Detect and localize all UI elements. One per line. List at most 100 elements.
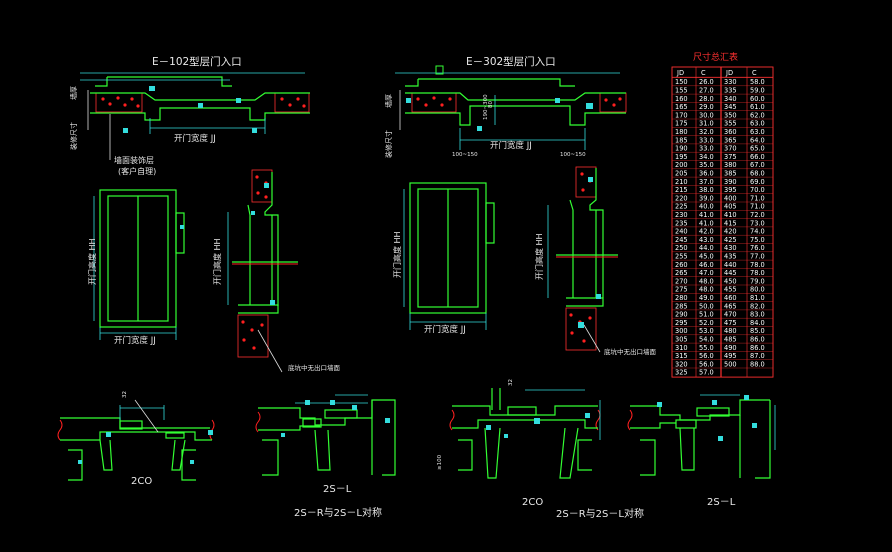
label-door-height-e102-side: 开门高度 HH (212, 238, 222, 285)
table-cell: 215 (675, 186, 688, 194)
table-cell: 325 (675, 369, 688, 377)
table-cell: 260 (675, 261, 688, 269)
table-cell: 460 (724, 294, 737, 302)
table-cell: 170 (675, 111, 688, 119)
table-cell: 395 (724, 186, 737, 194)
table-cell: 245 (675, 236, 688, 244)
table-cell: 87.0 (750, 352, 765, 360)
table-cell: 190 (675, 145, 688, 153)
table-cell: 79.0 (750, 277, 765, 285)
table-cell: 29.0 (699, 103, 714, 111)
table-cell: 405 (724, 203, 737, 211)
label-section-note-right: 底坑中无出口墙面 (604, 347, 657, 356)
table-cell: 30.0 (699, 111, 714, 119)
table-cell: 78.0 (750, 269, 765, 277)
table-cell: 340 (724, 95, 737, 103)
table-cell: 75.0 (750, 236, 765, 244)
table-cell: 420 (724, 228, 737, 236)
section-label-2s-l-left: 2S－L (323, 484, 352, 495)
table-cell: 58.0 (750, 78, 765, 86)
table-cell: 45.0 (699, 253, 714, 261)
table-cell: 81.0 (750, 294, 765, 302)
label-finish-line2: (客户自理) (118, 166, 156, 176)
title-e102: E－102型层门入口 (152, 55, 242, 68)
label-door-width-e302-elev: 开门宽度 JJ (424, 324, 466, 335)
section-sym-right: 2S－R与2S－L对称 (556, 507, 644, 520)
table-cell: 71.0 (750, 203, 765, 211)
table-cell: 415 (724, 219, 737, 227)
table-cell: 50.0 (699, 302, 714, 310)
section-2s-l-right (627, 394, 776, 479)
table-cell: 335 (724, 87, 737, 95)
table-cell: 385 (724, 170, 737, 178)
table-cell: 77.0 (750, 253, 765, 261)
label-wall-thickness-e302: 墙厚 (384, 94, 393, 108)
table-cell: 250 (675, 244, 688, 252)
table-cell: 71.0 (750, 194, 765, 202)
table-cell: 180 (675, 128, 688, 136)
label-finish-line1: 墙面装饰层 (114, 155, 154, 165)
section-label-2s-l-right: 2S－L (707, 497, 736, 508)
label-door-width-e302-plan: 开门宽度 JJ (490, 140, 532, 151)
table-cell: 47.0 (699, 269, 714, 277)
table-cell: 375 (724, 153, 737, 161)
table-cell: 48.0 (699, 286, 714, 294)
label-door-height-e302-side: 开门高度 HH (534, 233, 544, 280)
label-door-width-e102-plan: 开门宽度 JJ (174, 133, 216, 144)
label-dim-32-b: 32 (508, 379, 514, 386)
label-door-height-e302: 开门高度 HH (392, 231, 402, 278)
table-cell: 240 (675, 228, 688, 236)
table-cell: 440 (724, 261, 737, 269)
table-cell: 500 (724, 360, 737, 368)
table-cell: 64.0 (750, 136, 765, 144)
label-wall-thickness-e102: 墙厚 (69, 86, 78, 100)
table-cell: 330 (724, 78, 737, 86)
table-cell: 69.0 (750, 178, 765, 186)
table-cell: 46.0 (699, 261, 714, 269)
table-cell: 270 (675, 277, 688, 285)
table-cell: 32.0 (699, 128, 714, 136)
table-cell: 49.0 (699, 294, 714, 302)
section-label-2co-right: 2CO (522, 497, 543, 508)
table-cell: 35.0 (699, 161, 714, 169)
table-cell: 425 (724, 236, 737, 244)
table-cell: 53.0 (699, 327, 714, 335)
table-cell: 73.0 (750, 219, 765, 227)
section-label-2co-left: 2CO (131, 476, 152, 487)
label-section-note-left: 底坑中无出口墙面 (288, 363, 341, 372)
table-cell: 290 (675, 311, 688, 319)
table-cell: 48.0 (699, 277, 714, 285)
table-cell: 56.0 (699, 360, 714, 368)
table-cell: 345 (724, 103, 737, 111)
table-cell: 185 (675, 136, 688, 144)
e102-elevation (93, 189, 185, 340)
table-cell: 195 (675, 153, 688, 161)
table-cell: 280 (675, 294, 688, 302)
table-cell: 320 (675, 360, 688, 368)
table-cell: 31.0 (699, 120, 714, 128)
table-cell: 27.0 (699, 87, 714, 95)
table-cell: 150 (675, 78, 688, 86)
table-cell: 370 (724, 145, 737, 153)
table-cell: 84.0 (750, 319, 765, 327)
